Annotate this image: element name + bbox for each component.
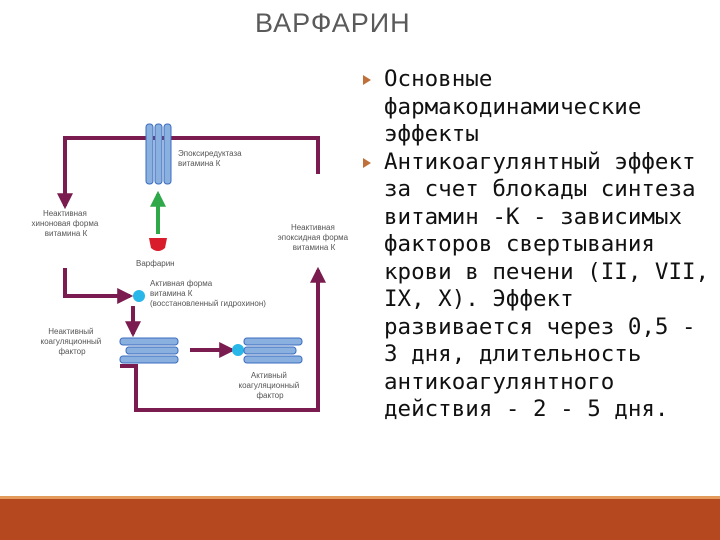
cycle-arrow-top	[57, 136, 320, 210]
label-active-vitk: Активная форма витамина К (восстановленн…	[150, 279, 266, 308]
active-vitk-dot-icon	[133, 290, 145, 302]
cycle-arrow-left	[63, 268, 134, 304]
bullet-text: Антикоагулянтный эффект за счет блокады …	[384, 148, 710, 423]
bottom-decorative-bar	[0, 496, 720, 540]
bullet-item: Антикоагулянтный эффект за счет блокады …	[360, 149, 715, 424]
label-warfarin: Варфарин	[136, 259, 175, 268]
bullet-item: Основные фармакодинамические эффекты	[360, 66, 715, 149]
cycle-arrow-bottom	[120, 266, 326, 412]
label-active-factor: Активный коагуляционный фактор	[238, 371, 301, 400]
label-epoxide-reductase: Эпоксиредуктаза витамина К	[178, 149, 244, 168]
bottom-bar-highlight	[0, 496, 720, 499]
epoxide-reductase-enzyme	[145, 123, 172, 185]
inactive-factor-shape	[119, 337, 179, 364]
bullet-text: Основные фармакодинамические эффекты	[384, 66, 642, 147]
label-inactive-quinone: Неактивная хиноновая форма витамина К	[31, 209, 100, 238]
triangle-bullet-icon	[363, 75, 371, 85]
factor-vitk-dot-icon	[232, 344, 244, 356]
slide-title: ВАРФАРИН	[255, 8, 411, 38]
triangle-bullet-icon	[363, 157, 371, 168]
active-factor-shape	[243, 337, 303, 364]
label-inactive-factor: Неактивный коагуляционный фактор	[40, 327, 103, 356]
warfarin-cup-icon	[149, 238, 167, 251]
label-inactive-epoxide: Неактивная эпоксидная форма витамина К	[278, 223, 351, 252]
bullet-list: Основные фармакодинамические эффекты Ант…	[360, 66, 715, 424]
warfarin-mechanism-diagram: Эпоксиредуктаза витамина К Варфарин Неак…	[31, 123, 351, 412]
